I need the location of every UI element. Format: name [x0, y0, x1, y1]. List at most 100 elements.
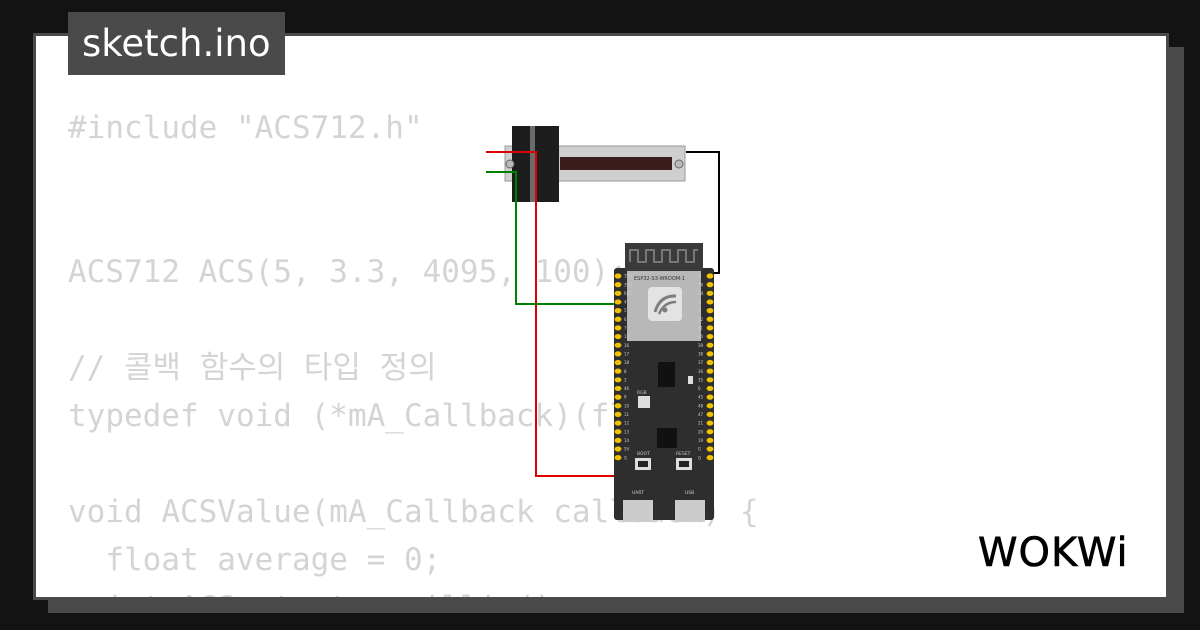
pin-left-17[interactable]: [614, 351, 622, 357]
pin-label: 21: [698, 421, 704, 426]
pin-left-9[interactable]: [614, 394, 622, 400]
file-tab-title: sketch.ino: [68, 12, 285, 75]
pin-left-46[interactable]: [614, 385, 622, 392]
pin-right-38[interactable]: [706, 351, 714, 357]
pin-right-RX[interactable]: [706, 290, 714, 296]
pin-label: 45: [698, 395, 704, 400]
pin-label: 2: [698, 308, 701, 313]
pin-label: 42: [698, 317, 704, 322]
pin-left-16[interactable]: [614, 342, 622, 348]
code-line: int ACS_start = millis();: [68, 584, 759, 597]
pin-label: RST: [624, 291, 632, 296]
pin-left-5[interactable]: [614, 308, 622, 314]
pin-left-18[interactable]: [614, 359, 622, 366]
pin-label: 17: [624, 351, 630, 356]
pin-right-41[interactable]: [706, 325, 714, 331]
pin-right-37[interactable]: [706, 359, 714, 366]
pin-left-10[interactable]: [614, 403, 622, 409]
pin-right-G[interactable]: [706, 446, 714, 452]
pin-label: 19: [698, 438, 704, 443]
pin-right-35[interactable]: [706, 377, 714, 383]
pin-label: 16: [624, 343, 630, 348]
pin-label: 3V3: [624, 274, 632, 279]
screw-icon: [674, 159, 684, 169]
antenna-trace: [629, 249, 698, 263]
pin-right-45[interactable]: [706, 394, 714, 400]
pin-right-47[interactable]: [706, 411, 714, 417]
pin-left-13[interactable]: [614, 429, 622, 435]
pin-left-15[interactable]: [614, 333, 622, 340]
pin-right-2[interactable]: [706, 308, 714, 314]
pin-label: 13: [624, 429, 630, 434]
pin-right-19[interactable]: [706, 437, 714, 443]
pin-label: TX: [697, 282, 703, 287]
pin-label: 38: [698, 351, 704, 356]
rgb-label: RGB: [637, 390, 647, 396]
pin-left-G[interactable]: [614, 455, 622, 461]
code-line: ACS712 ACS(5, 3.3, 4095, 100);: [68, 254, 628, 290]
pin-right-39[interactable]: [706, 342, 714, 348]
wokwi-logo: WOKWi: [978, 530, 1129, 577]
pin-left-12[interactable]: [614, 420, 622, 426]
sensor-ic-gap: [530, 126, 535, 202]
pin-label: G: [698, 447, 701, 452]
pin-left-RST[interactable]: [614, 290, 622, 296]
pin-left-4[interactable]: [614, 299, 622, 305]
pin-label: 8: [624, 369, 627, 374]
pin-left-3V3[interactable]: [614, 273, 622, 279]
pin-right-42[interactable]: [706, 316, 714, 322]
pin-label: 3: [624, 377, 627, 382]
wokwi-logo-text: WOKWi: [978, 530, 1129, 576]
pin-right-TX[interactable]: [706, 282, 714, 288]
pin-right-20[interactable]: [706, 429, 714, 435]
code-snippet: #include "ACS712.h"ACS712 ACS(5, 3.3, 40…: [68, 104, 759, 597]
led: [688, 376, 693, 384]
pin-label: 12: [624, 421, 630, 426]
pin-label: G: [624, 455, 627, 460]
pin-label: G: [698, 274, 701, 279]
pin-right-36[interactable]: [706, 368, 714, 374]
shunt-bar: [560, 157, 672, 170]
pin-label: 10: [624, 403, 630, 408]
pin-left-3[interactable]: [614, 377, 622, 383]
pin-left-8[interactable]: [614, 368, 622, 374]
pin-right-21[interactable]: [706, 420, 714, 426]
pin-left-5V[interactable]: [614, 446, 622, 452]
usb-port: [675, 500, 705, 522]
pin-label: G: [698, 455, 701, 460]
code-line: float average = 0;: [68, 542, 442, 578]
pin-label: 3V3: [624, 282, 632, 287]
reset-label: RESET: [676, 451, 691, 457]
pin-label: 0: [698, 386, 701, 391]
logo-arc: [653, 294, 677, 313]
pin-label: 41: [698, 326, 704, 331]
pin-left-11[interactable]: [614, 411, 622, 417]
pin-left-14[interactable]: [614, 437, 622, 443]
usb-label: USB: [685, 490, 694, 496]
pin-left-7[interactable]: [614, 325, 622, 331]
pin-left-3V3[interactable]: [614, 282, 622, 288]
screw-icon: [505, 159, 515, 169]
pin-label: 47: [698, 412, 704, 417]
pin-right-G[interactable]: [706, 273, 714, 279]
uart-label: UART: [632, 490, 644, 496]
pin-right-1[interactable]: [706, 299, 714, 305]
pin-label: 39: [698, 343, 704, 348]
pin-label: 4: [624, 300, 627, 305]
pin-label: 11: [624, 412, 630, 417]
pin-right-G[interactable]: [706, 455, 714, 461]
pin-label: 15: [624, 334, 630, 339]
pin-right-0[interactable]: [706, 385, 714, 392]
pin-label: 14: [624, 438, 630, 443]
pin-right-40[interactable]: [706, 333, 714, 340]
chip-regulator: [658, 362, 675, 387]
pin-left-6[interactable]: [614, 316, 622, 322]
pin-label: 46: [624, 386, 630, 391]
pin-right-48[interactable]: [706, 403, 714, 409]
pin-label: 18: [624, 360, 630, 365]
acs712-sensor[interactable]: [504, 126, 686, 202]
pin-label: 48: [698, 403, 704, 408]
wire-green: [486, 171, 614, 305]
esp32-s3-board[interactable]: ESP32-S3-WROOM-1 RGB BOOT RESET UART USB…: [614, 243, 714, 522]
